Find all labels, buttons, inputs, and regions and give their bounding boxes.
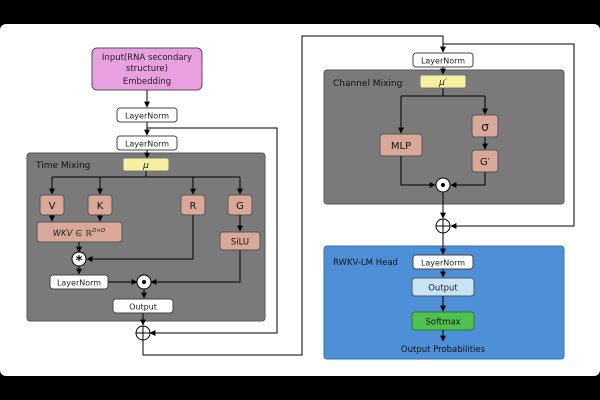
v-label: V [49,201,56,212]
input-line-3: Embedding [123,77,171,87]
input-line-2: structure) [126,64,168,74]
k-label: K [97,201,104,212]
wkv-formula: WKV ∈ ℝD×D [53,228,105,239]
head-output-label: Output [428,284,458,294]
mlp-label: MLP [391,141,411,152]
mu-prime-label: μ′ [438,78,447,88]
g-label: G [236,201,244,212]
channel-mixing-title: Channel Mixing [333,79,402,89]
wkv-main: WKV [53,229,74,239]
head-layernorm-label: LayerNorm [421,259,465,268]
mu-label: μ [142,161,149,171]
residual-path-channel-mixing [443,43,575,229]
connector-to-channel-mixing [142,35,446,356]
time-mixing-layernorm-label: LayerNorm [57,279,101,288]
residual-path-time-mixing [147,127,278,336]
silu-label: SiLU [231,238,249,248]
sigma-label: σ [481,120,489,134]
g-prime-label: G′ [480,157,491,168]
output-probabilities-label: Output Probabilities [401,345,486,355]
wkv-in: ∈ [75,229,82,239]
layernorm-label-2: LayerNorm [125,140,169,149]
multiply-dot-1 [142,280,146,284]
softmax-label: Softmax [425,318,460,328]
time-mixing-output-label: Output [129,303,157,312]
time-mixing-title: Time Mixing [35,161,90,171]
wkv-sup: D×D [92,228,105,234]
rwkv-head-panel [323,245,565,360]
channel-layernorm-label: LayerNorm [421,57,465,66]
layernorm-label-1: LayerNorm [125,112,169,121]
input-line-1: Input(RNA secondary [102,53,192,63]
rwkv-head-title: RWKV-LM Head [333,258,398,268]
wkv-r: ℝ [85,229,92,239]
star-label: * [76,254,83,269]
r-label: R [190,201,197,212]
multiply-dot-2 [441,183,445,187]
